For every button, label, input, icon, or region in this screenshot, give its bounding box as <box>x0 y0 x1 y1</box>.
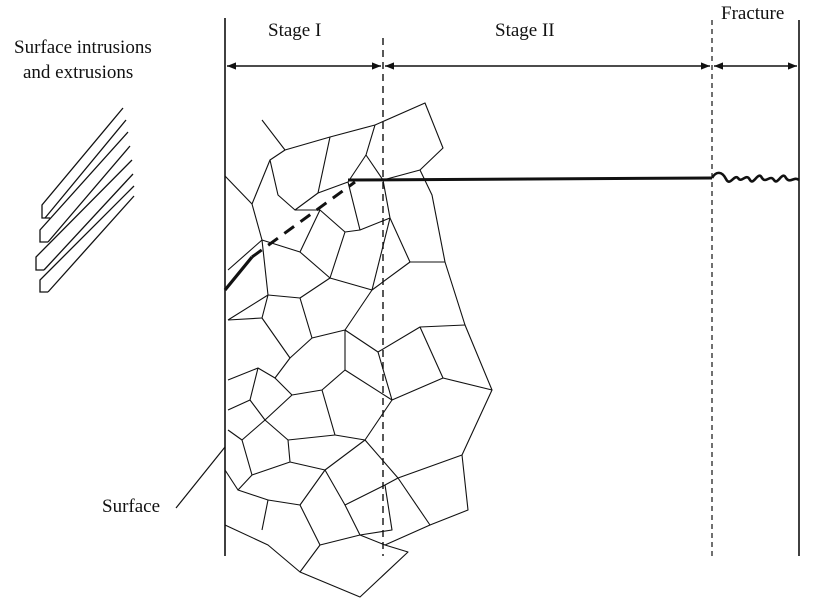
stage2-crack <box>347 176 713 182</box>
surface-label: Surface <box>102 496 161 517</box>
stage1-crack-dashed <box>251 180 356 259</box>
stage1-crack-solid <box>223 255 254 292</box>
fracture-crack <box>710 171 800 183</box>
intrusions-label-line1: Surface intrusions <box>14 37 152 58</box>
grain-structure <box>224 102 493 598</box>
slip-band-icon <box>35 107 135 293</box>
fracture-label: Fracture <box>721 3 785 24</box>
surface-leader <box>175 446 226 509</box>
stage1-label: Stage I <box>268 20 322 41</box>
stage2-label: Stage II <box>495 20 555 41</box>
intrusions-label-line2: and extrusions <box>23 62 134 83</box>
